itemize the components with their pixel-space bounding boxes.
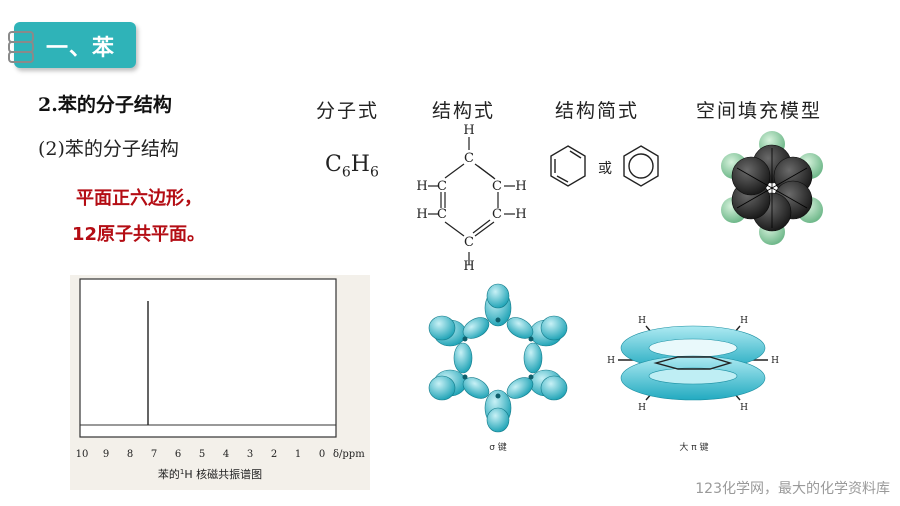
nmr-plot-frame: [79, 278, 337, 438]
nmr-axis-unit: δ/ppm: [333, 449, 365, 460]
nmr-tick-label: 1: [295, 449, 301, 460]
formula-carbon: C: [325, 152, 342, 177]
formula-carbon-count: 6: [341, 164, 351, 181]
slide-heading: 2.苯的分子结构: [38, 94, 172, 116]
nmr-tick-label: 6: [175, 449, 181, 460]
nmr-tick-label: 0: [319, 449, 325, 460]
footer-watermark: 123化学网，最大的化学资料库: [695, 481, 890, 497]
formula-hydrogen-count: 6: [369, 164, 379, 181]
atom-h: H: [515, 179, 526, 194]
pi-atom-h: H: [638, 316, 646, 326]
sigma-caption: σ 键: [489, 441, 507, 453]
or-label: 或: [598, 161, 612, 177]
atom-c: C: [464, 235, 474, 250]
formula-hydrogen: H: [350, 152, 370, 177]
binder-ring-icon: [8, 51, 34, 63]
atom-h: H: [463, 123, 474, 138]
nmr-tick-label: 9: [103, 449, 109, 460]
atom-h: H: [463, 259, 474, 273]
molecular-formula: C6H6: [325, 152, 379, 180]
atom-c: C: [464, 151, 474, 166]
atom-c: C: [492, 207, 502, 222]
pi-atom-h: H: [771, 356, 779, 366]
aromatic-benzene-icon: [623, 145, 659, 187]
nmr-caption: 苯的1H 核磁共振谱图: [158, 467, 262, 481]
structural-formula-diagram: H C H C C H H C C H C H: [416, 123, 526, 273]
nmr-tick-label: 5: [199, 449, 205, 460]
kekule-benzene-icon: [550, 145, 586, 187]
slide-subheading: (2)苯的分子结构: [38, 138, 179, 160]
nmr-tick-label: 7: [151, 449, 157, 460]
section-tab: 一、苯: [8, 22, 136, 68]
pi-atom-h: H: [740, 403, 748, 413]
column-heading-model: 空间填充模型: [696, 100, 823, 122]
nmr-tick-label: 3: [247, 449, 253, 460]
pi-atom-h: H: [607, 356, 615, 366]
column-heading-simple: 结构简式: [555, 100, 640, 122]
nmr-tick-label: 10: [76, 449, 89, 460]
space-filling-model-image: [721, 131, 823, 245]
atom-h: H: [416, 179, 427, 194]
simplified-structure-diagram: 或: [550, 145, 659, 187]
nmr-tick-label: 2: [271, 449, 277, 460]
nmr-tick-label: 4: [223, 449, 229, 460]
atom-c: C: [492, 179, 502, 194]
atom-c: C: [437, 207, 447, 222]
atom-h: H: [416, 207, 427, 222]
column-heading-formula: 分子式: [316, 100, 380, 122]
nmr-caption-suffix: H 核磁共振谱图: [184, 467, 262, 481]
pi-caption: 大 π 键: [679, 441, 708, 453]
highlight-line-2: 12原子共平面。: [72, 224, 206, 245]
section-title: 一、苯: [46, 36, 116, 61]
nmr-tick-label: 8: [127, 449, 133, 460]
sigma-bond-model-image: σ 键: [428, 283, 568, 453]
pi-bond-model-image: H H H H H H 大 π 键: [607, 316, 779, 453]
column-heading-structure: 结构式: [432, 100, 496, 122]
highlight-line-1: 平面正六边形，: [76, 188, 202, 209]
atom-h: H: [515, 207, 526, 222]
nmr-caption-prefix: 苯的: [158, 467, 180, 481]
pi-atom-h: H: [638, 403, 646, 413]
atom-c: C: [437, 179, 447, 194]
pi-atom-h: H: [740, 316, 748, 326]
nmr-caption-superscript: 1: [180, 468, 184, 476]
